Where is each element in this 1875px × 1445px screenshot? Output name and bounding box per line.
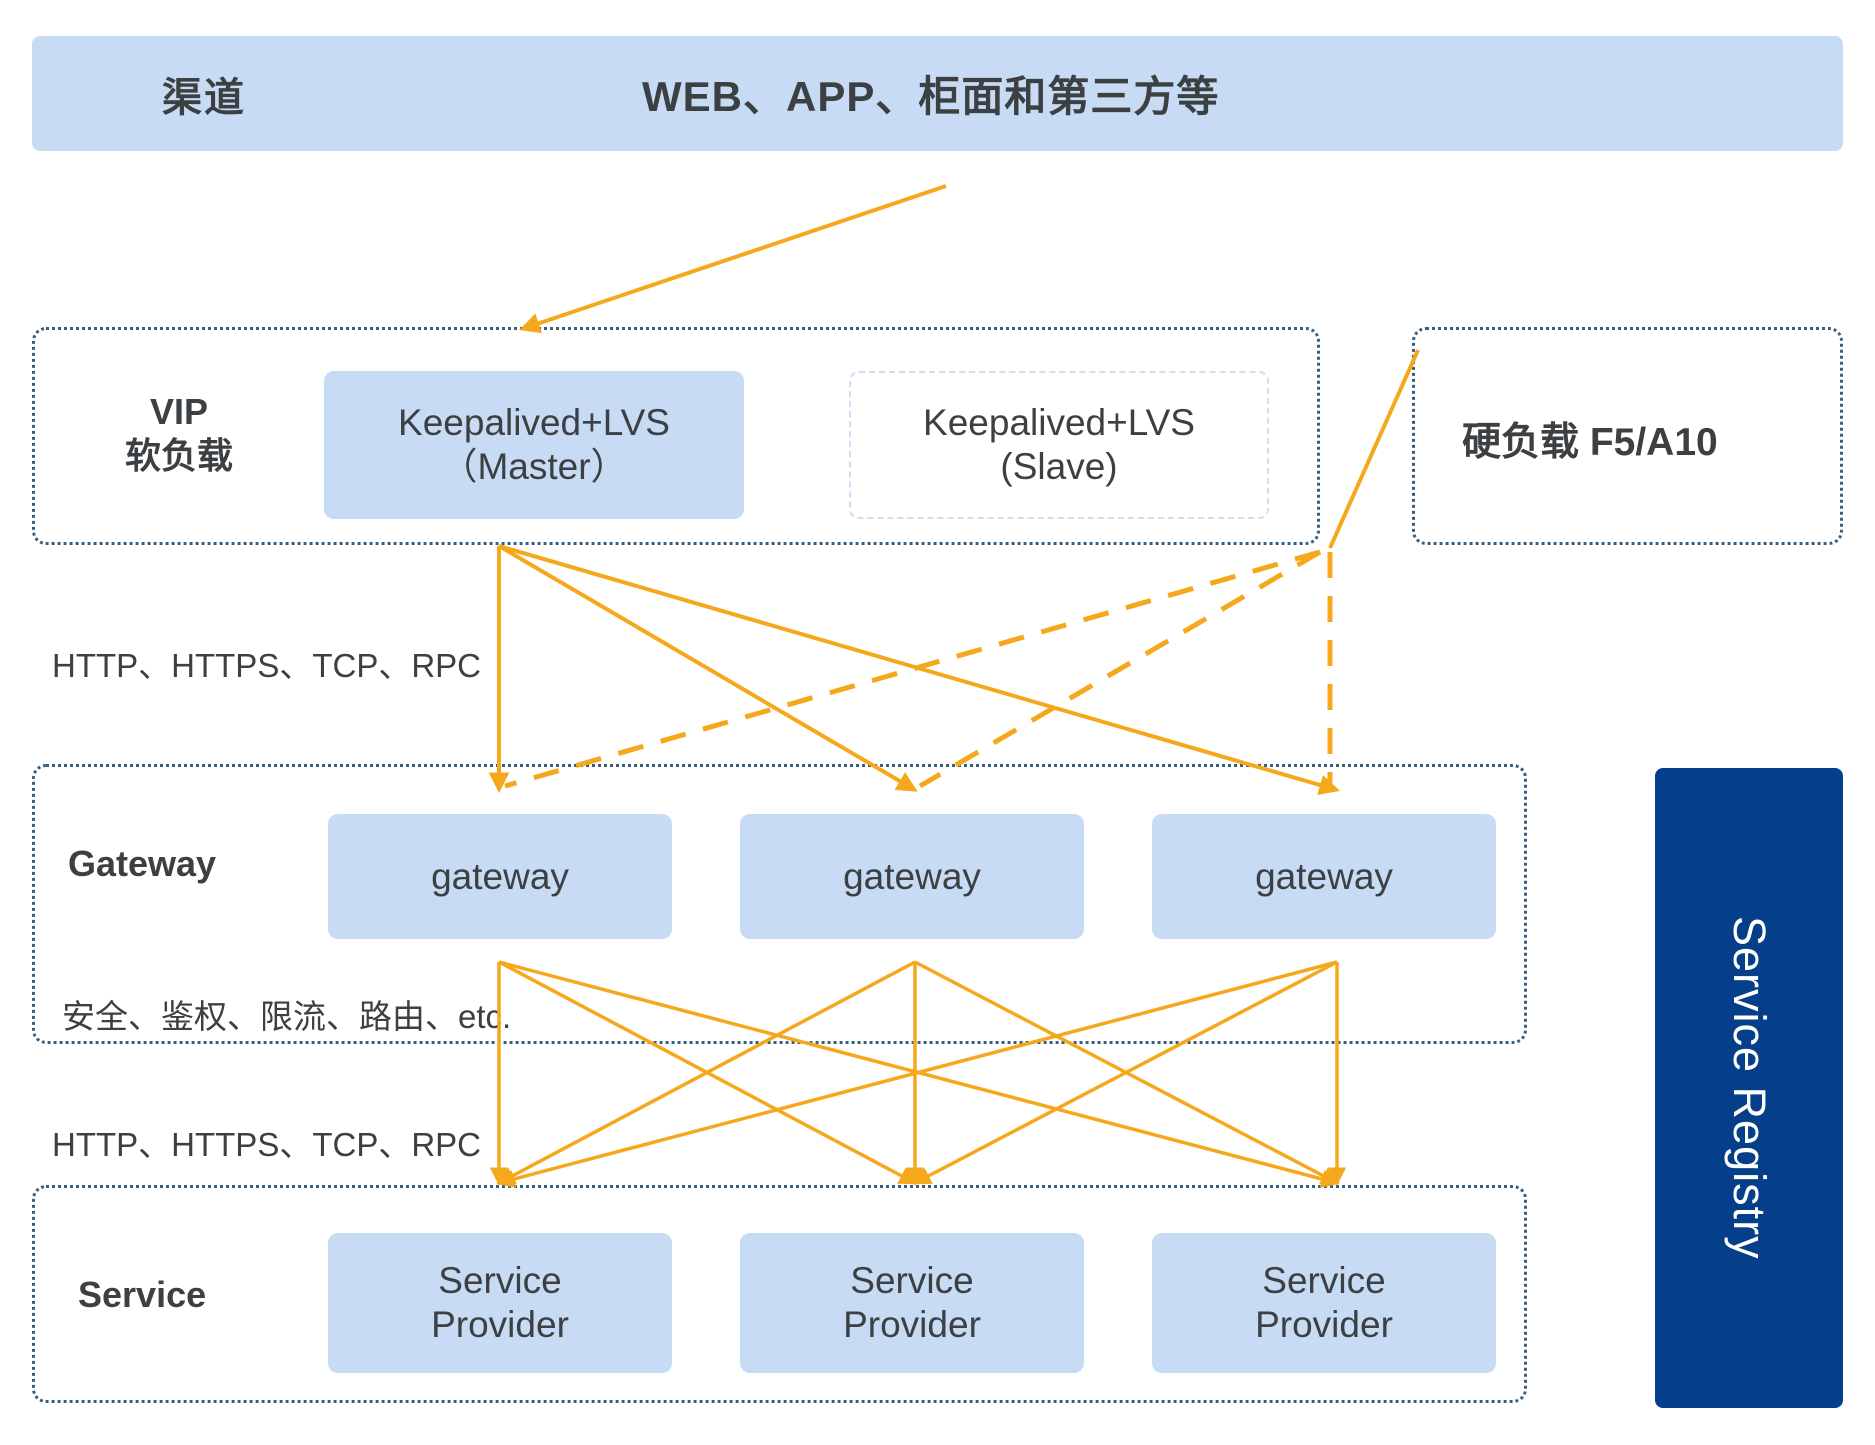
vip-layer-label: VIP 软负载 <box>125 390 233 478</box>
service-provider-2-line1: Service <box>850 1260 974 1302</box>
channel-title: WEB、APP、柜面和第三方等 <box>642 73 1220 120</box>
keepalived-lvs-slave-node[interactable]: Keepalived+LVS (Slave) <box>849 371 1269 519</box>
gateway-capabilities-note: 安全、鉴权、限流、路由、etc. <box>62 998 512 1035</box>
keepalived-master-line2: （Master） <box>440 446 628 487</box>
gateway-layer-label: Gateway <box>68 843 217 884</box>
protocol-label-gateway-to-service: HTTP、HTTPS、TCP、RPC <box>52 1126 481 1163</box>
channel-bar: 渠道 WEB、APP、柜面和第三方等 <box>32 36 1843 151</box>
keepalived-slave-line1: Keepalived+LVS <box>923 402 1195 444</box>
service-layer-container <box>32 1185 1527 1403</box>
arrow-hardware-lb-to-gateway-1 <box>504 549 1321 789</box>
keepalived-slave-line2: (Slave) <box>1000 446 1118 487</box>
service-provider-3-line1: Service <box>1262 1260 1386 1302</box>
arrow-vip-to-gateway-3 <box>498 544 1340 796</box>
service-provider-1-line1: Service <box>438 1260 562 1302</box>
arrow-hardware-lb-to-gateway-2 <box>918 549 1322 789</box>
gateway-node-2[interactable]: gateway <box>740 814 1084 939</box>
service-provider-2-line2: Provider <box>843 1304 981 1345</box>
protocol-label-vip-to-gateway: HTTP、HTTPS、TCP、RPC <box>52 647 481 684</box>
arrow-vip-to-gateway-2 <box>497 544 918 792</box>
service-registry-label: Service Registry <box>1724 916 1775 1260</box>
service-provider-node-3[interactable]: Service Provider <box>1152 1233 1496 1373</box>
arrow-channel-to-vip <box>519 184 947 334</box>
gateway-node-3[interactable]: gateway <box>1152 814 1496 939</box>
service-provider-1-line2: Provider <box>431 1304 569 1345</box>
service-provider-node-2[interactable]: Service Provider <box>740 1233 1084 1373</box>
service-layer-label: Service <box>78 1274 207 1315</box>
channel-label: 渠道 <box>162 75 246 120</box>
vip-label-line1: VIP <box>149 391 209 432</box>
gateway-node-1[interactable]: gateway <box>328 814 672 939</box>
keepalived-lvs-master-node[interactable]: Keepalived+LVS （Master） <box>324 371 744 519</box>
service-provider-3-line2: Provider <box>1255 1304 1393 1345</box>
gateway-node-2-label: gateway <box>843 855 981 897</box>
vip-label-line2: 软负载 <box>125 434 234 476</box>
keepalived-master-line1: Keepalived+LVS <box>398 402 670 444</box>
arrow-vip-to-hardware-lb <box>1328 349 1420 549</box>
service-registry-panel[interactable]: Service Registry <box>1655 768 1843 1408</box>
hardware-lb-label: 硬负载 F5/A10 <box>1462 421 1718 464</box>
gateway-node-3-label: gateway <box>1255 855 1393 897</box>
gateway-node-1-label: gateway <box>431 855 569 897</box>
service-provider-node-1[interactable]: Service Provider <box>328 1233 672 1373</box>
